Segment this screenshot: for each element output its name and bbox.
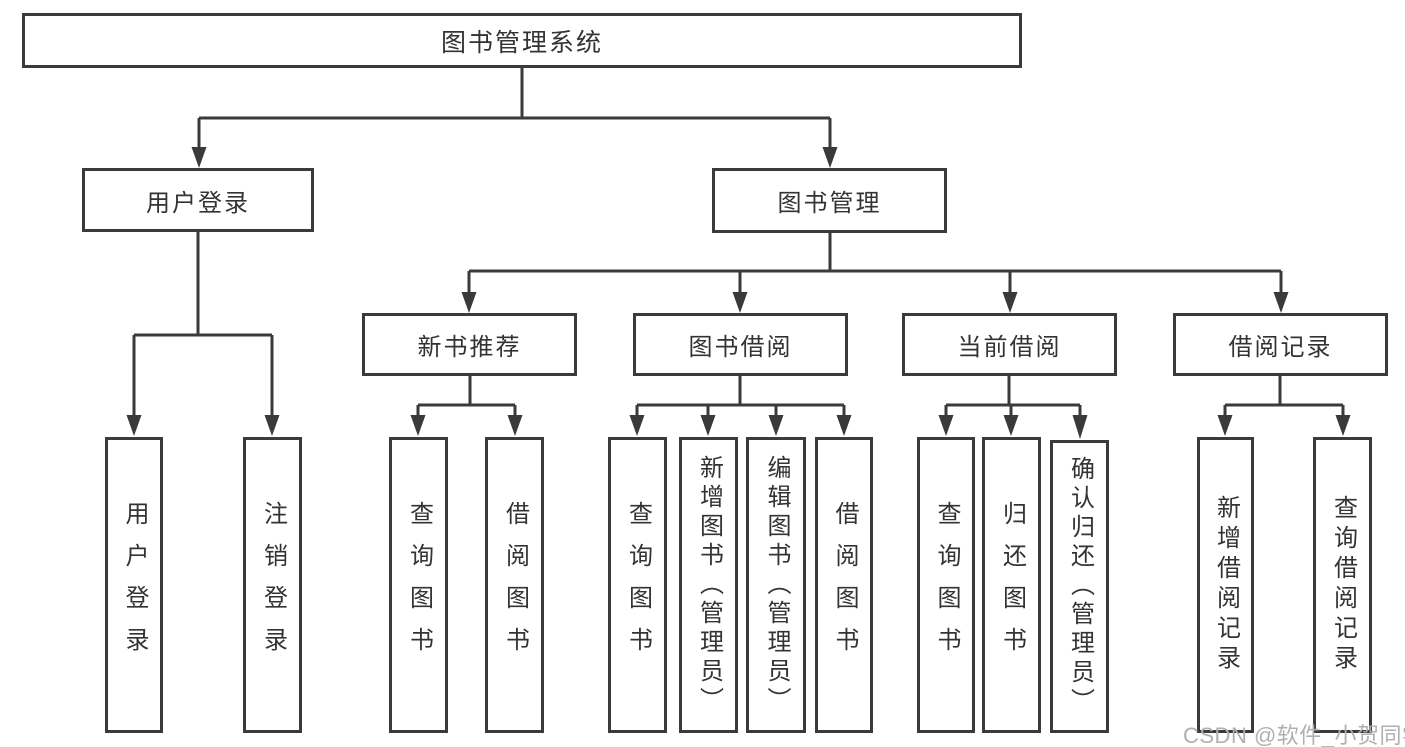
leaf-borrow-books-recommend: 借阅图书 (485, 437, 544, 733)
leaf-edit-book-admin-label: 编辑图书（管理员） (763, 454, 790, 716)
leaf-confirm-return-admin: 确认归还（管理员） (1050, 440, 1109, 733)
node-borrow-records-label: 借阅记录 (1228, 334, 1333, 361)
leaf-return-books: 归还图书 (982, 437, 1041, 733)
node-root-label: 图书管理系统 (440, 28, 603, 57)
node-new-book-recommend-label: 新书推荐 (417, 334, 522, 361)
node-user-login-label: 用户登录 (146, 189, 250, 217)
tree-edges (132, 67, 1345, 420)
node-current-borrow-label: 当前借阅 (957, 334, 1062, 361)
leaf-logout: 注销登录 (243, 437, 302, 733)
leaf-add-book-admin: 新增图书（管理员） (679, 437, 738, 733)
csdn-watermark: CSDN @软件_小贺同学 (1183, 723, 1405, 747)
leaf-add-borrow-record-label: 新增借阅记录 (1212, 495, 1240, 675)
leaf-add-borrow-record: 新增借阅记录 (1197, 437, 1254, 733)
leaf-return-books-label: 归还图书 (998, 501, 1026, 669)
leaf-query-books-borrow-label: 查询图书 (624, 501, 652, 669)
leaf-user-login-label: 用户登录 (121, 501, 148, 669)
leaf-query-books-current-label: 查询图书 (933, 501, 960, 669)
leaf-borrow-books-label: 借阅图书 (831, 501, 858, 669)
leaf-edit-book-admin: 编辑图书（管理员） (746, 437, 806, 733)
node-new-book-recommend: 新书推荐 (362, 313, 577, 376)
leaf-logout-label: 注销登录 (259, 501, 287, 669)
node-root: 图书管理系统 (22, 13, 1022, 68)
leaf-borrow-books: 借阅图书 (815, 437, 873, 733)
leaf-query-books-recommend: 查询图书 (389, 437, 448, 733)
leaf-confirm-return-admin-label: 确认归还（管理员） (1066, 456, 1094, 717)
node-book-management: 图书管理 (712, 168, 947, 233)
arrowheads (126, 147, 1351, 439)
leaf-borrow-books-recommend-label: 借阅图书 (501, 501, 529, 669)
leaf-add-book-admin-label: 新增图书（管理员） (695, 454, 723, 716)
leaf-query-books-recommend-label: 查询图书 (405, 501, 433, 669)
node-book-management-label: 图书管理 (777, 190, 882, 217)
node-book-borrow: 图书借阅 (633, 313, 848, 376)
node-current-borrow: 当前借阅 (902, 313, 1117, 376)
node-user-login: 用户登录 (82, 168, 314, 232)
node-borrow-records: 借阅记录 (1173, 313, 1388, 376)
leaf-query-borrow-record-label: 查询借阅记录 (1329, 495, 1357, 675)
leaf-user-login: 用户登录 (105, 437, 163, 733)
leaf-query-books-borrow: 查询图书 (608, 437, 667, 733)
leaf-query-books-current: 查询图书 (917, 437, 975, 733)
node-book-borrow-label: 图书借阅 (688, 334, 793, 361)
leaf-query-borrow-record: 查询借阅记录 (1313, 437, 1372, 733)
